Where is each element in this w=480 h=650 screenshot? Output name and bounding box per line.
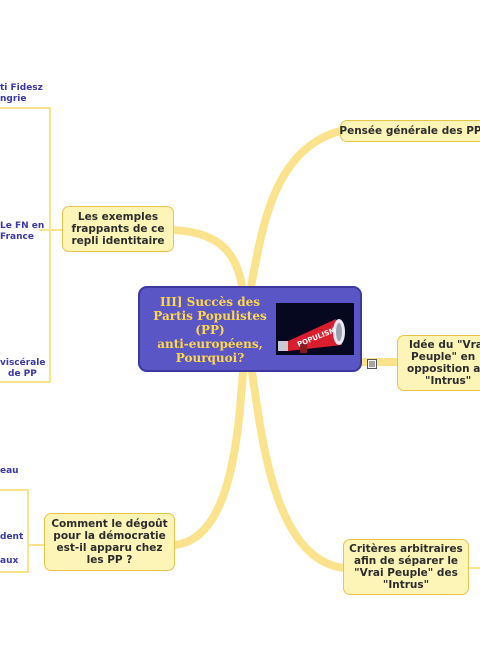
leaf-viscerale[interactable]: viscérale de PP	[0, 358, 46, 379]
node-degout-democratie[interactable]: Comment le dégoût pour la démocratie est…	[44, 513, 175, 571]
node-idee-vrai-peuple[interactable]: Idée du "Vrai Peuple" en opposition aux …	[397, 335, 480, 391]
branch-criteres	[248, 368, 348, 572]
leaf-fidesz[interactable]: ti Fidesz ngrie	[0, 83, 43, 104]
node-pensee-generale[interactable]: Pensée générale des PP	[339, 120, 480, 142]
leaf-eau[interactable]: eau	[0, 466, 19, 476]
leaf-aux[interactable]: aux	[0, 556, 19, 566]
note-icon[interactable]	[367, 359, 377, 369]
node-criteres-arbitraires[interactable]: Critères arbitraires afin de séparer le …	[343, 539, 469, 595]
sub-branch-exemples	[0, 107, 63, 383]
branch-degout	[170, 368, 247, 549]
megaphone-image: POPULISM	[276, 303, 354, 355]
sub-branch-degout	[0, 489, 45, 573]
branch-pensee	[246, 127, 344, 296]
central-topic[interactable]: III] Succès des Partis Populistes (PP) a…	[138, 286, 362, 372]
branch-exemples	[168, 226, 247, 296]
leaf-fn-france[interactable]: Le FN en France	[0, 221, 45, 242]
central-topic-label: III] Succès des Partis Populistes (PP) a…	[153, 295, 267, 365]
leaf-dent[interactable]: dent	[0, 532, 24, 542]
node-exemples-frappants[interactable]: Les exemples frappants de ce repli ident…	[62, 206, 174, 252]
